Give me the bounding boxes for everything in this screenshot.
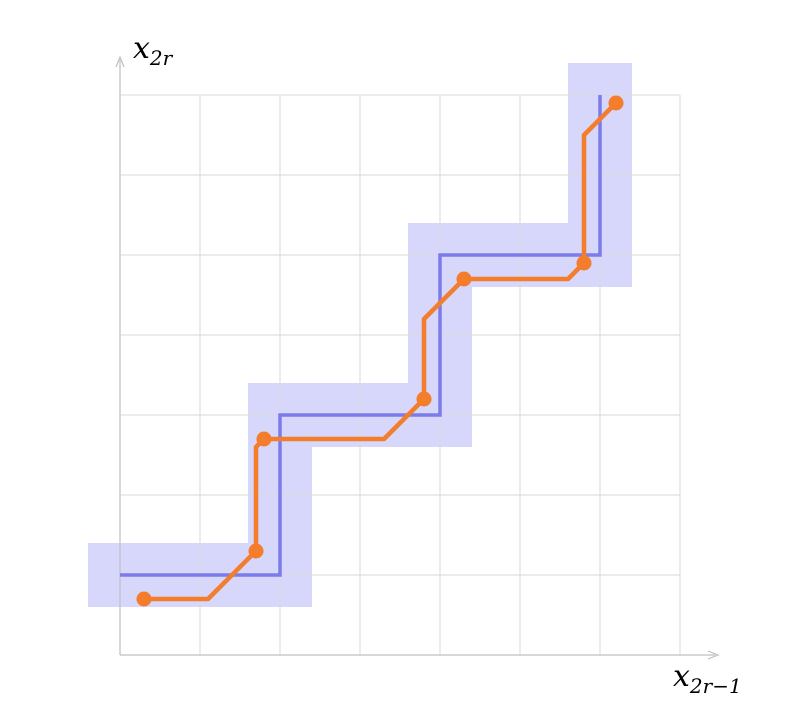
axes [115,55,720,660]
trajectory-point [416,391,432,407]
x-axis-arrow [707,650,720,660]
trajectory-point [576,255,592,271]
y-axis-arrow [115,55,125,68]
trajectory-point [256,431,272,447]
grid [120,94,681,655]
trajectory-points [136,95,624,607]
trajectory-path [141,100,619,602]
staircase-line [120,95,602,577]
staircase-path [120,95,602,577]
trajectory-segment [581,100,619,266]
trajectory-segment [421,276,467,402]
y-axis-label-base: x [133,31,150,66]
y-axis-label-sub: 2r [149,46,173,70]
trajectory-segment [261,396,427,442]
trajectory-point [248,543,264,559]
trajectory-segment [461,260,587,282]
x-axis-label-sub: 2r−1 [689,674,742,698]
x-axis-label: x2r−1 [673,659,742,698]
y-axis-label: x2r [133,31,173,70]
trajectory-point [456,271,472,287]
trajectory-point [136,591,152,607]
trajectory-segment [141,548,259,602]
trajectory-point [608,95,624,111]
x-axis-label-base: x [673,659,690,694]
